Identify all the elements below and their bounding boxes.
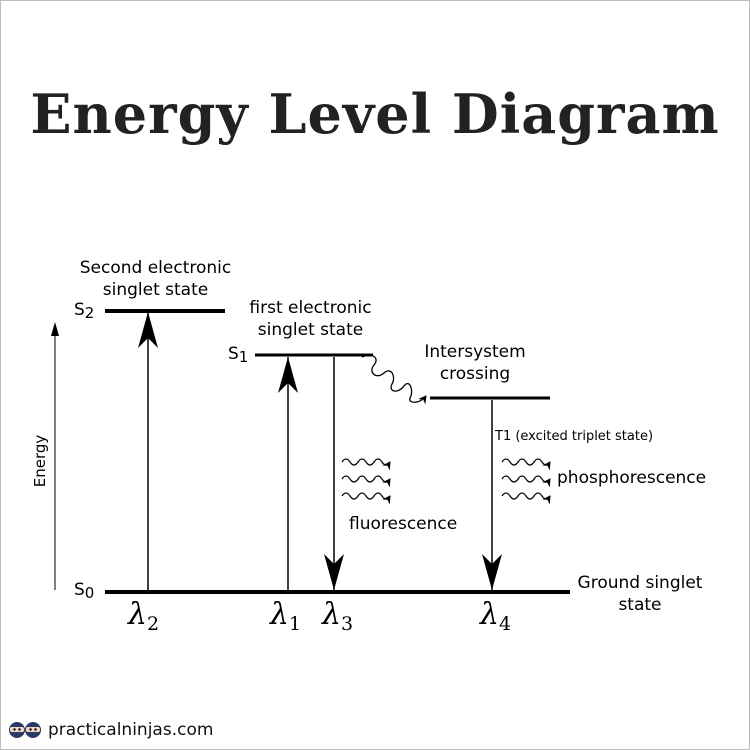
- phosphorescence-photons: [501, 458, 551, 505]
- s0-description: Ground singlet state: [577, 573, 703, 615]
- phosphorescence-arrowhead-lambda4: [482, 554, 502, 590]
- fluorescence-arrowhead-lambda3: [324, 554, 344, 590]
- phosphorescence-label: phosphorescence: [557, 468, 707, 488]
- state-symbol-s0: S0: [74, 580, 95, 602]
- intersystem-crossing-wave: [361, 354, 427, 405]
- t1-description: T1 (excited triplet state): [495, 429, 654, 444]
- wavelength-label-lambda4: λ4: [480, 597, 512, 635]
- fluorescence-label: fluorescence: [349, 514, 458, 534]
- wavelength-label-lambda2: λ2: [128, 597, 160, 635]
- diagram-title: Energy Level Diagram: [30, 82, 720, 146]
- intersystem-crossing-label: Intersystem crossing: [424, 342, 526, 384]
- s2-description: Second electronic singlet state: [79, 258, 232, 300]
- fluorescence-photons: [341, 458, 391, 505]
- energy-axis-arrowhead: [51, 322, 59, 336]
- wavelength-label-lambda3: λ3: [322, 597, 354, 635]
- energy-axis-label: Energy: [31, 434, 49, 488]
- state-symbol-s2: S2: [74, 300, 95, 322]
- footer-brand[interactable]: practicalninjas.com: [8, 719, 213, 741]
- absorption-arrowhead-lambda1: [278, 357, 298, 393]
- s1-description: first electronic singlet state: [249, 298, 372, 340]
- state-symbol-s1: S1: [228, 344, 249, 366]
- wavelength-label-lambda1: λ1: [270, 597, 302, 635]
- ninja-logo-icon: [9, 722, 41, 738]
- footer-site-link[interactable]: practicalninjas.com: [48, 720, 214, 740]
- absorption-arrowhead-lambda2: [138, 312, 158, 348]
